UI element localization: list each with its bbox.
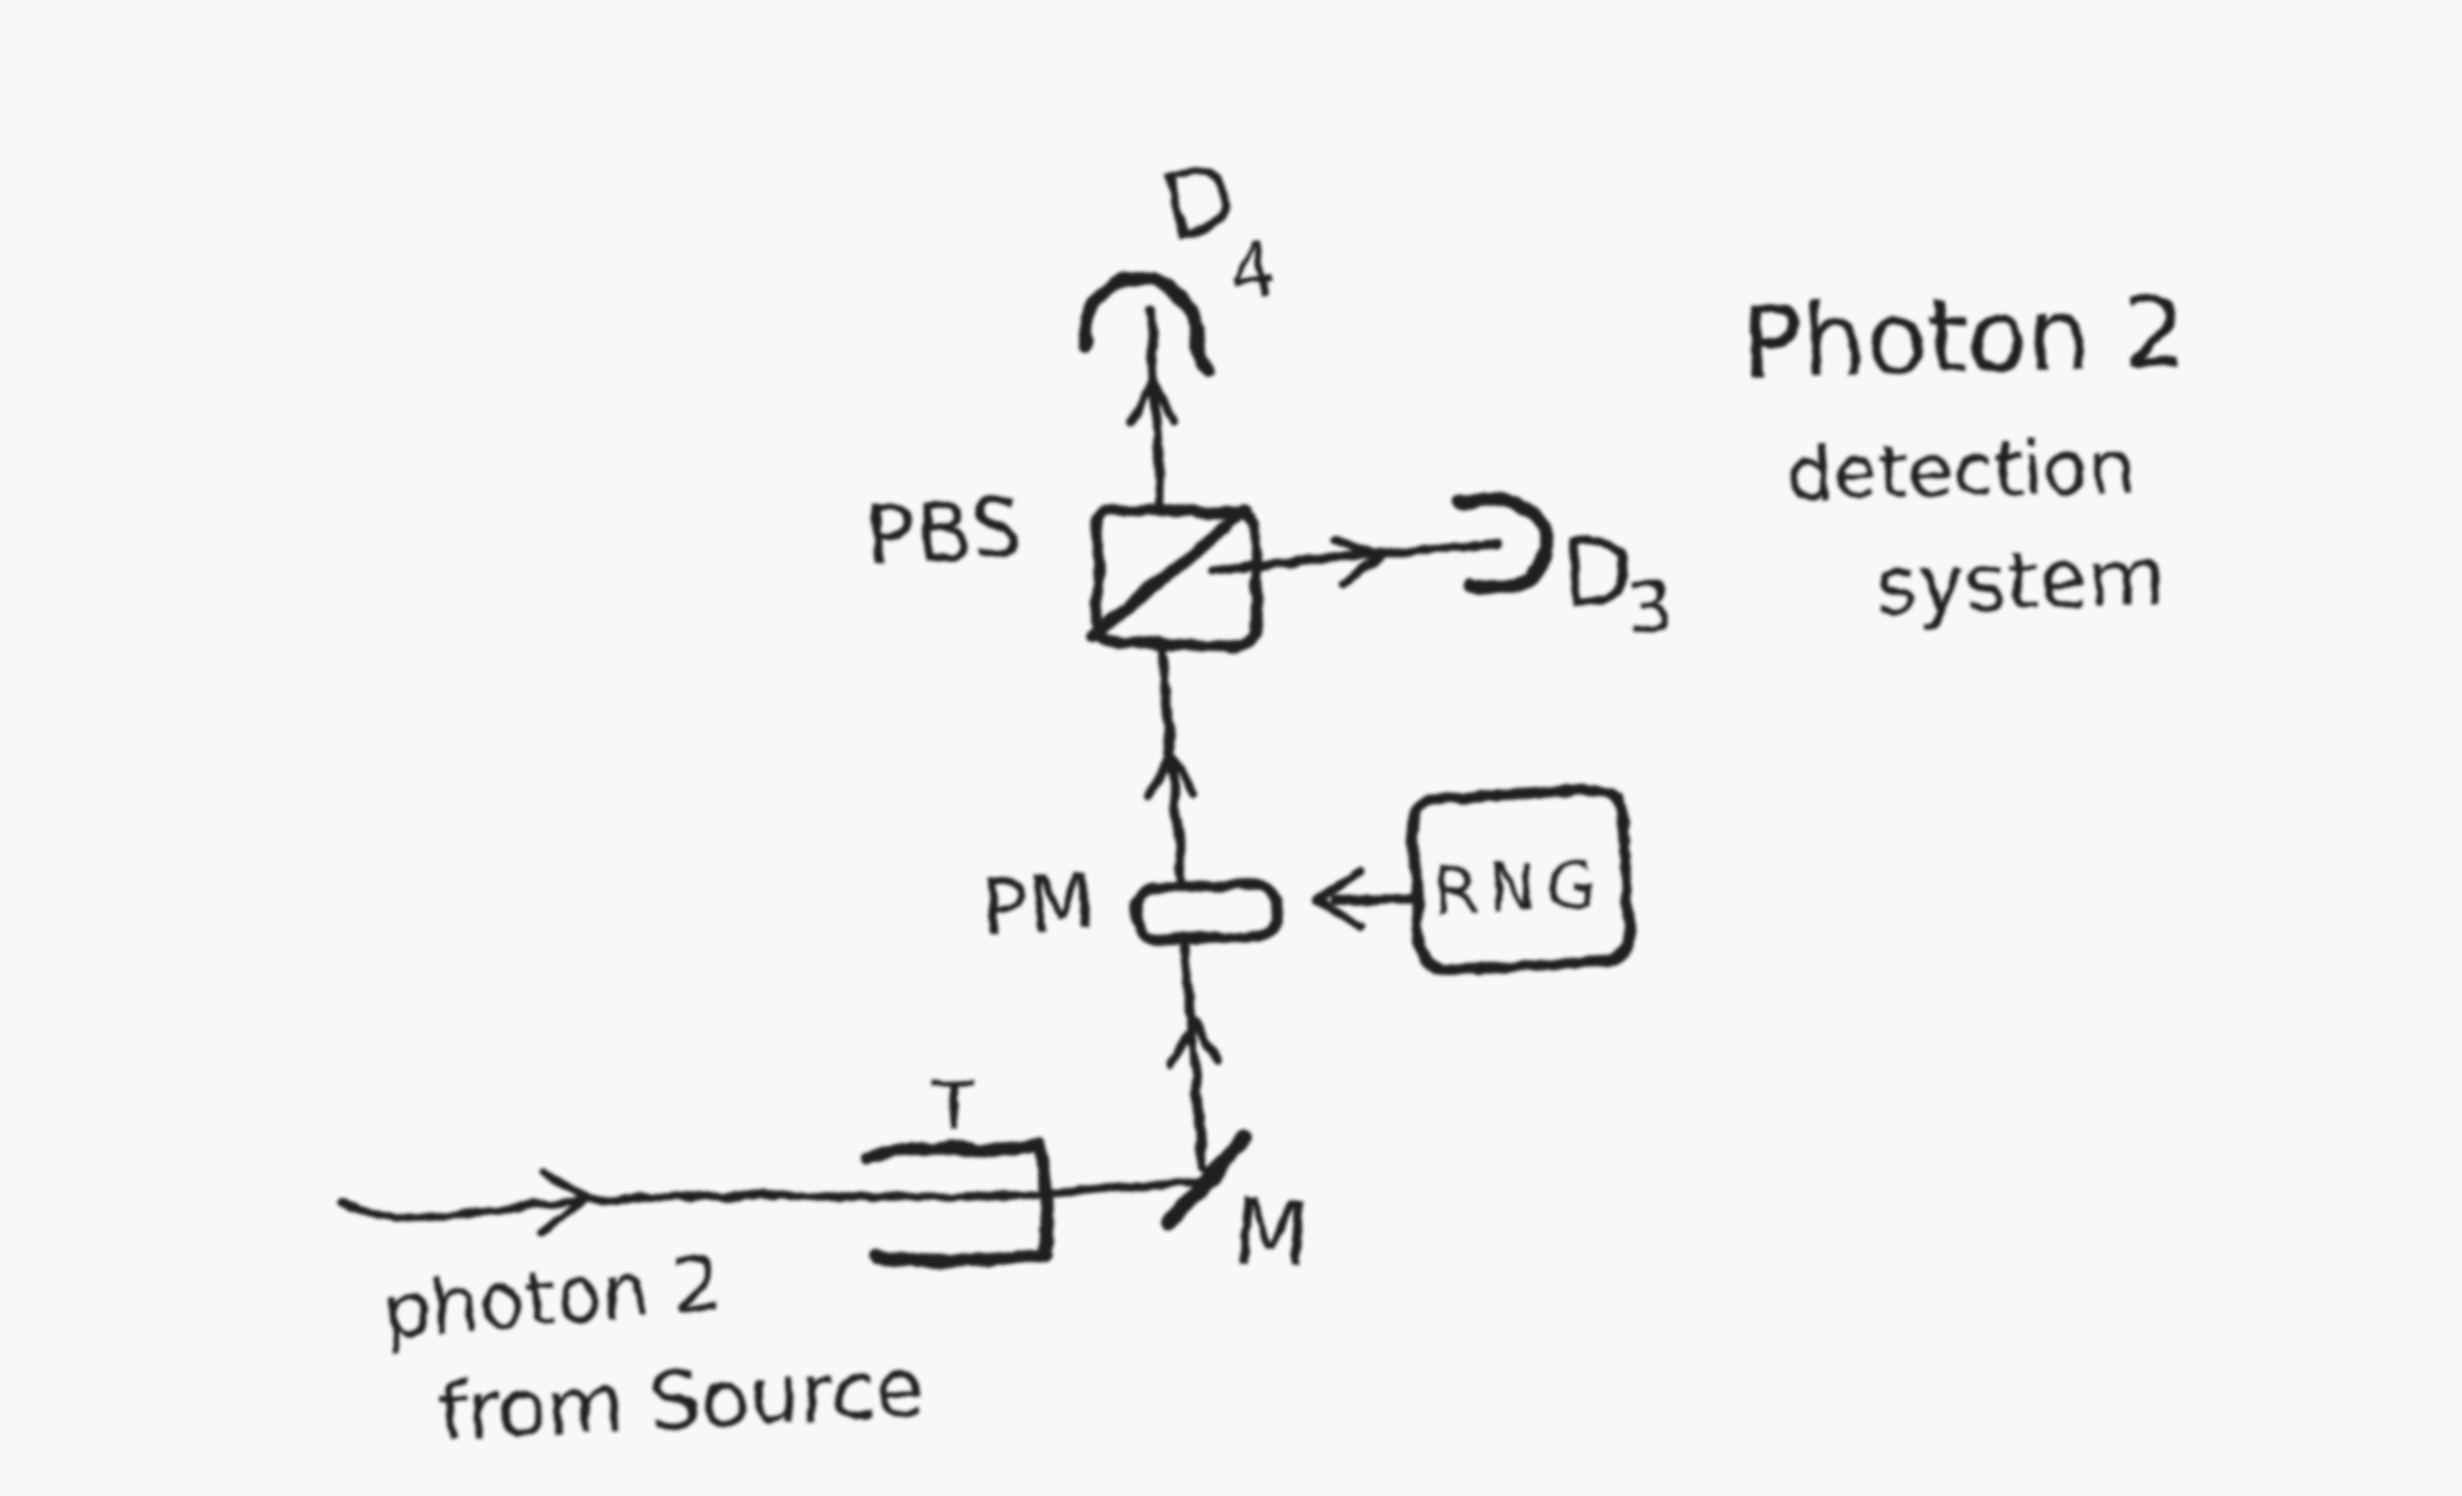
sketch-page: T M PM RNG (0, 0, 2462, 1496)
paper-texture (0, 0, 2462, 1496)
optical-diagram-canvas: T M PM RNG (0, 0, 2462, 1496)
